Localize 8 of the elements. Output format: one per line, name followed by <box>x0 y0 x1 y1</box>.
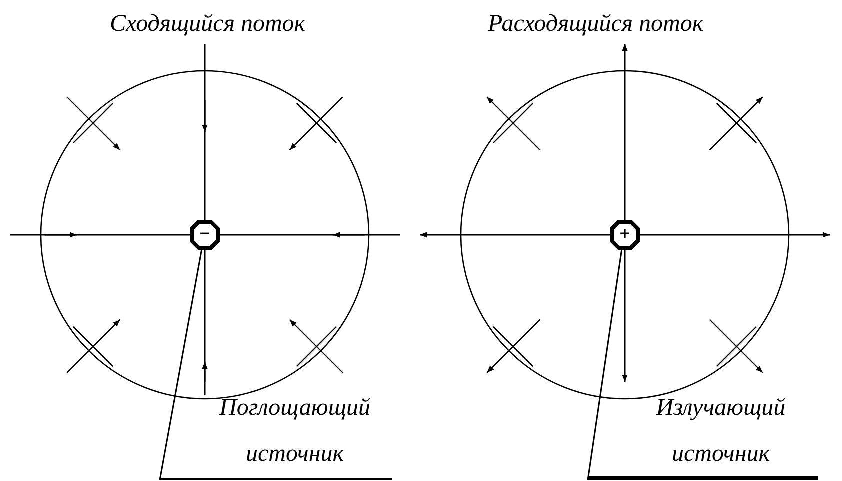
leader-line <box>159 248 203 480</box>
source-label: Поглощающий источник <box>160 386 392 480</box>
leader-line <box>587 248 623 480</box>
point-source: − <box>190 220 220 250</box>
source-label: Излучающий источник <box>588 386 818 480</box>
point-source: + <box>610 220 640 250</box>
flux-label: Расходящийся поток <box>488 12 704 36</box>
flux-label: Сходящийся поток <box>110 12 306 36</box>
